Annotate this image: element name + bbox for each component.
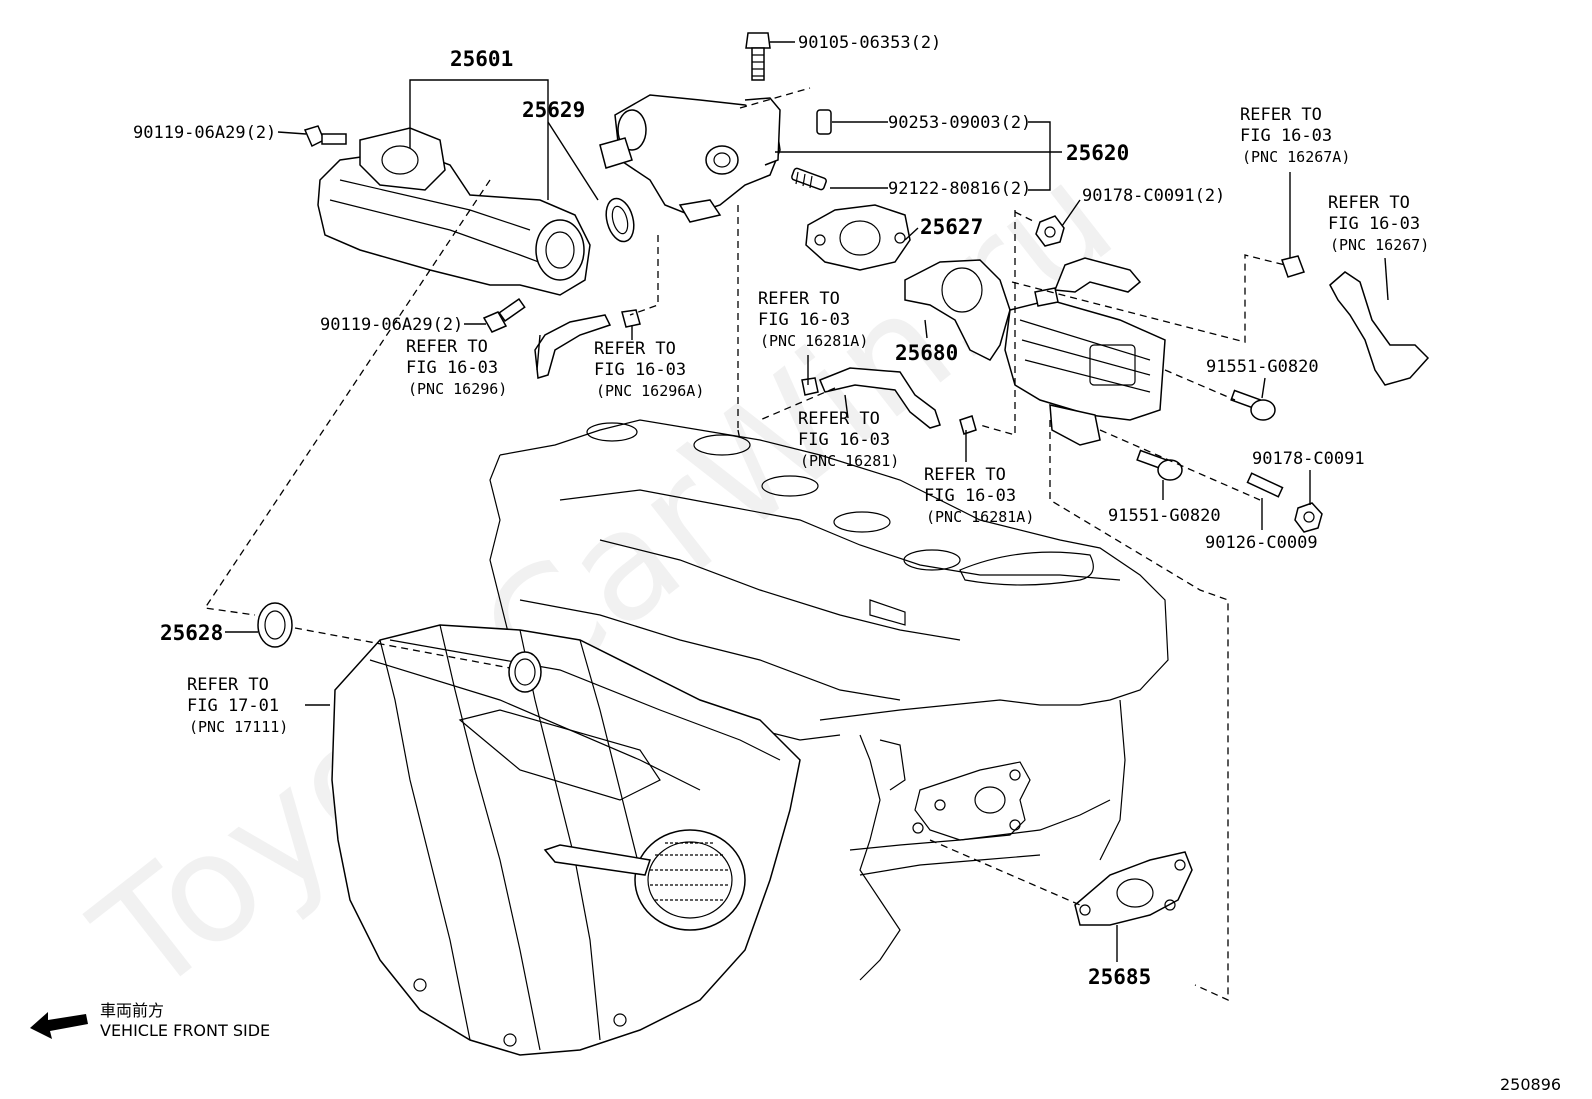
bolt-91551-a (1230, 389, 1276, 421)
vehicle-front-indicator: 車両前方 VEHICLE FRONT SIDE (30, 1001, 270, 1040)
svg-text:REFER TO: REFER TO (406, 337, 488, 357)
label-90119-06a29-top: 90119-06A29(2) (133, 123, 276, 143)
svg-text:(PNC 16281A): (PNC 16281A) (926, 508, 1034, 526)
label-25627: 25627 (920, 215, 983, 239)
refer-to-16267: REFER TO FIG 16-03 (PNC 16267) (1328, 193, 1429, 254)
stud-90126 (1246, 472, 1284, 498)
svg-text:FIG 16-03: FIG 16-03 (1328, 214, 1420, 234)
hose-16296 (534, 314, 612, 379)
svg-text:(PNC 17111): (PNC 17111) (189, 718, 288, 736)
label-90105-06353: 90105-06353(2) (798, 33, 941, 53)
dashed-lines (203, 87, 1286, 1002)
svg-text:FIG 16-03: FIG 16-03 (406, 358, 498, 378)
svg-text:REFER TO: REFER TO (924, 465, 1006, 485)
clamp-16281a-left (801, 377, 819, 396)
svg-text:REFER TO: REFER TO (758, 289, 840, 309)
refer-to-17111: REFER TO FIG 17-01 (PNC 17111) (187, 675, 288, 736)
svg-text:FIG 16-03: FIG 16-03 (1240, 126, 1332, 146)
svg-text:REFER TO: REFER TO (798, 409, 880, 429)
label-25680: 25680 (895, 341, 958, 365)
refer-to-16281a-right: REFER TO FIG 16-03 (PNC 16281A) (924, 465, 1034, 526)
svg-text:REFER TO: REFER TO (1328, 193, 1410, 213)
label-90178-c0091-2: 90178-C0091(2) (1082, 186, 1225, 206)
leader-lines (225, 41, 1389, 962)
svg-text:REFER TO: REFER TO (594, 339, 676, 359)
svg-text:REFER TO: REFER TO (187, 675, 269, 695)
label-25685: 25685 (1088, 965, 1151, 989)
callout-labels: 25601 25629 25620 25627 25680 25628 2568… (133, 33, 1365, 989)
vehicle-front-en: VEHICLE FRONT SIDE (100, 1021, 270, 1040)
nut-90178-top (1035, 215, 1065, 247)
gasket-25627 (805, 204, 911, 271)
label-90126-c0009: 90126-C0009 (1205, 533, 1318, 553)
hose-16281 (819, 367, 941, 429)
label-25601: 25601 (450, 47, 513, 71)
clamp-16296a (621, 309, 641, 328)
label-25620: 25620 (1066, 141, 1129, 165)
svg-text:FIG 16-03: FIG 16-03 (798, 430, 890, 450)
clamp-16267a (1281, 255, 1305, 278)
gasket-25685 (1074, 851, 1193, 926)
svg-text:(PNC 16296): (PNC 16296) (408, 380, 507, 398)
egr-pipe-25601 (317, 127, 591, 296)
vehicle-front-jp: 車両前方 (100, 1001, 164, 1020)
svg-text:FIG 17-01: FIG 17-01 (187, 696, 279, 716)
bolt-91551-b (1136, 449, 1183, 481)
nut-90178-bottom (1294, 502, 1323, 533)
svg-text:(PNC 16281): (PNC 16281) (800, 452, 899, 470)
svg-text:REFER TO: REFER TO (1240, 105, 1322, 125)
bolt-90119-bottom (482, 297, 526, 333)
svg-text:FIG 16-03: FIG 16-03 (594, 360, 686, 380)
bolt-90105 (745, 32, 771, 81)
label-91551-g0820-b: 91551-G0820 (1108, 506, 1221, 526)
refer-to-16281: REFER TO FIG 16-03 (PNC 16281) (798, 409, 899, 470)
svg-text:(PNC 16267A): (PNC 16267A) (1242, 148, 1350, 166)
svg-text:(PNC 16296A): (PNC 16296A) (596, 382, 704, 400)
intake-manifold (331, 624, 801, 1056)
refer-to-16267a: REFER TO FIG 16-03 (PNC 16267A) (1240, 105, 1350, 166)
front-arrow-icon (30, 1012, 88, 1039)
label-92122-80816: 92122-80816(2) (888, 179, 1031, 199)
svg-text:FIG 16-03: FIG 16-03 (924, 486, 1016, 506)
svg-text:FIG 16-03: FIG 16-03 (758, 310, 850, 330)
label-25628: 25628 (160, 621, 223, 645)
refer-to-16281a-left: REFER TO FIG 16-03 (PNC 16281A) (758, 289, 868, 350)
gasket-25629 (605, 197, 635, 243)
egr-valve-25620 (599, 94, 781, 223)
svg-text:(PNC 16281A): (PNC 16281A) (760, 332, 868, 350)
stud-90253 (816, 109, 832, 135)
hose-16267 (1329, 271, 1430, 386)
diagram-number: 250896 (1500, 1075, 1561, 1094)
stud-92122 (791, 167, 827, 191)
refer-to-16296a: REFER TO FIG 16-03 (PNC 16296A) (594, 339, 704, 400)
clamp-16281a-right (959, 415, 977, 435)
label-90119-06a29-bottom: 90119-06A29(2) (320, 315, 463, 335)
label-90178-c0091: 90178-C0091 (1252, 449, 1365, 469)
egr-cooler-25680 (904, 257, 1166, 446)
svg-text:(PNC 16267): (PNC 16267) (1330, 236, 1429, 254)
label-25629: 25629 (522, 98, 585, 122)
gasket-25628 (257, 602, 293, 648)
label-91551-g0820-a: 91551-G0820 (1206, 357, 1319, 377)
label-90253-09003: 90253-09003(2) (888, 113, 1031, 133)
bolt-90119-top (303, 125, 347, 148)
refer-to-16296: REFER TO FIG 16-03 (PNC 16296) (406, 337, 507, 398)
